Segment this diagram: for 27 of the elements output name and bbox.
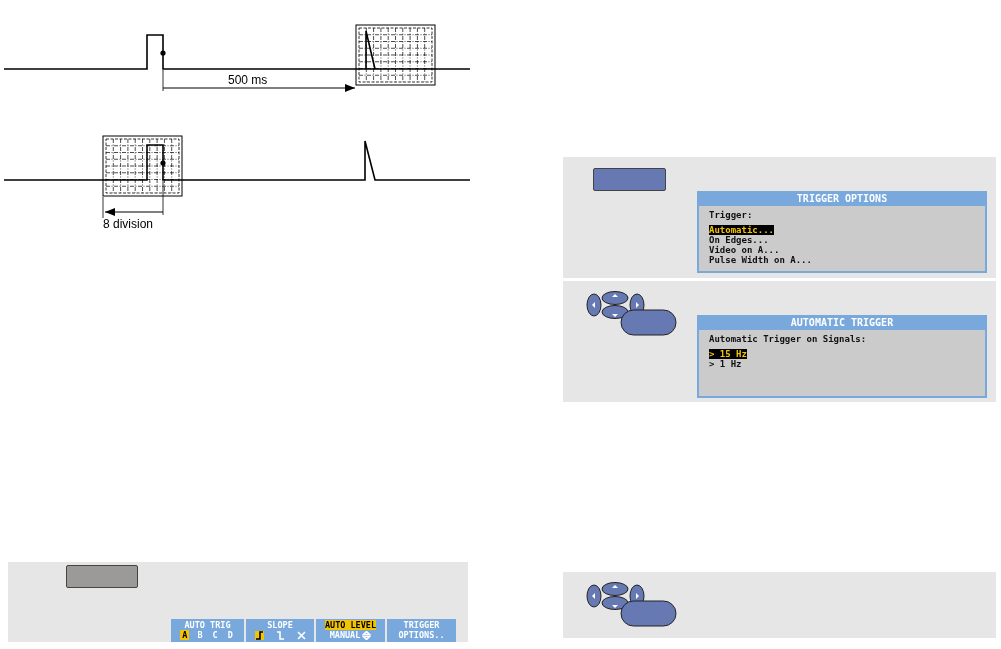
dialog-title: TRIGGER OPTIONS [698, 192, 986, 206]
softkey-text: AUTO TRIG [184, 620, 231, 630]
softkey-option: B [195, 630, 205, 640]
softkey-text: TRIGGER OPTIONS.. [397, 620, 446, 640]
menu-item: Pulse Width on A... [709, 255, 812, 265]
softkey-text: SLOPE [267, 620, 293, 630]
softkey-option: C [210, 630, 220, 640]
softkey-label [387, 619, 456, 642]
menu-item: On Edges... [709, 235, 769, 245]
selected-menu-item: > 15 Hz [709, 349, 747, 359]
softkey-label [246, 619, 314, 642]
dimension-label: 500 ms [228, 73, 268, 87]
menu-heading: Trigger: [709, 210, 753, 220]
dialog-title: AUTOMATIC TRIGGER [698, 316, 986, 330]
softkey-label [316, 619, 385, 642]
menu-dialog [697, 191, 987, 273]
menu-item: Video on A... [709, 245, 780, 255]
softkey-option: D [225, 630, 235, 640]
dimension-label: 8 division [103, 217, 154, 231]
menu-heading: Automatic Trigger on Signals: [709, 334, 867, 344]
selected-option: A [180, 630, 190, 640]
menu-item: > 1 Hz [709, 359, 742, 369]
softkey-option: MANUAL [329, 630, 361, 640]
selected-menu-item: Automatic... [709, 225, 775, 235]
menu-dialog [697, 315, 987, 398]
softkey-label [171, 619, 244, 642]
selected-option: AUTO LEVEL [324, 620, 377, 630]
